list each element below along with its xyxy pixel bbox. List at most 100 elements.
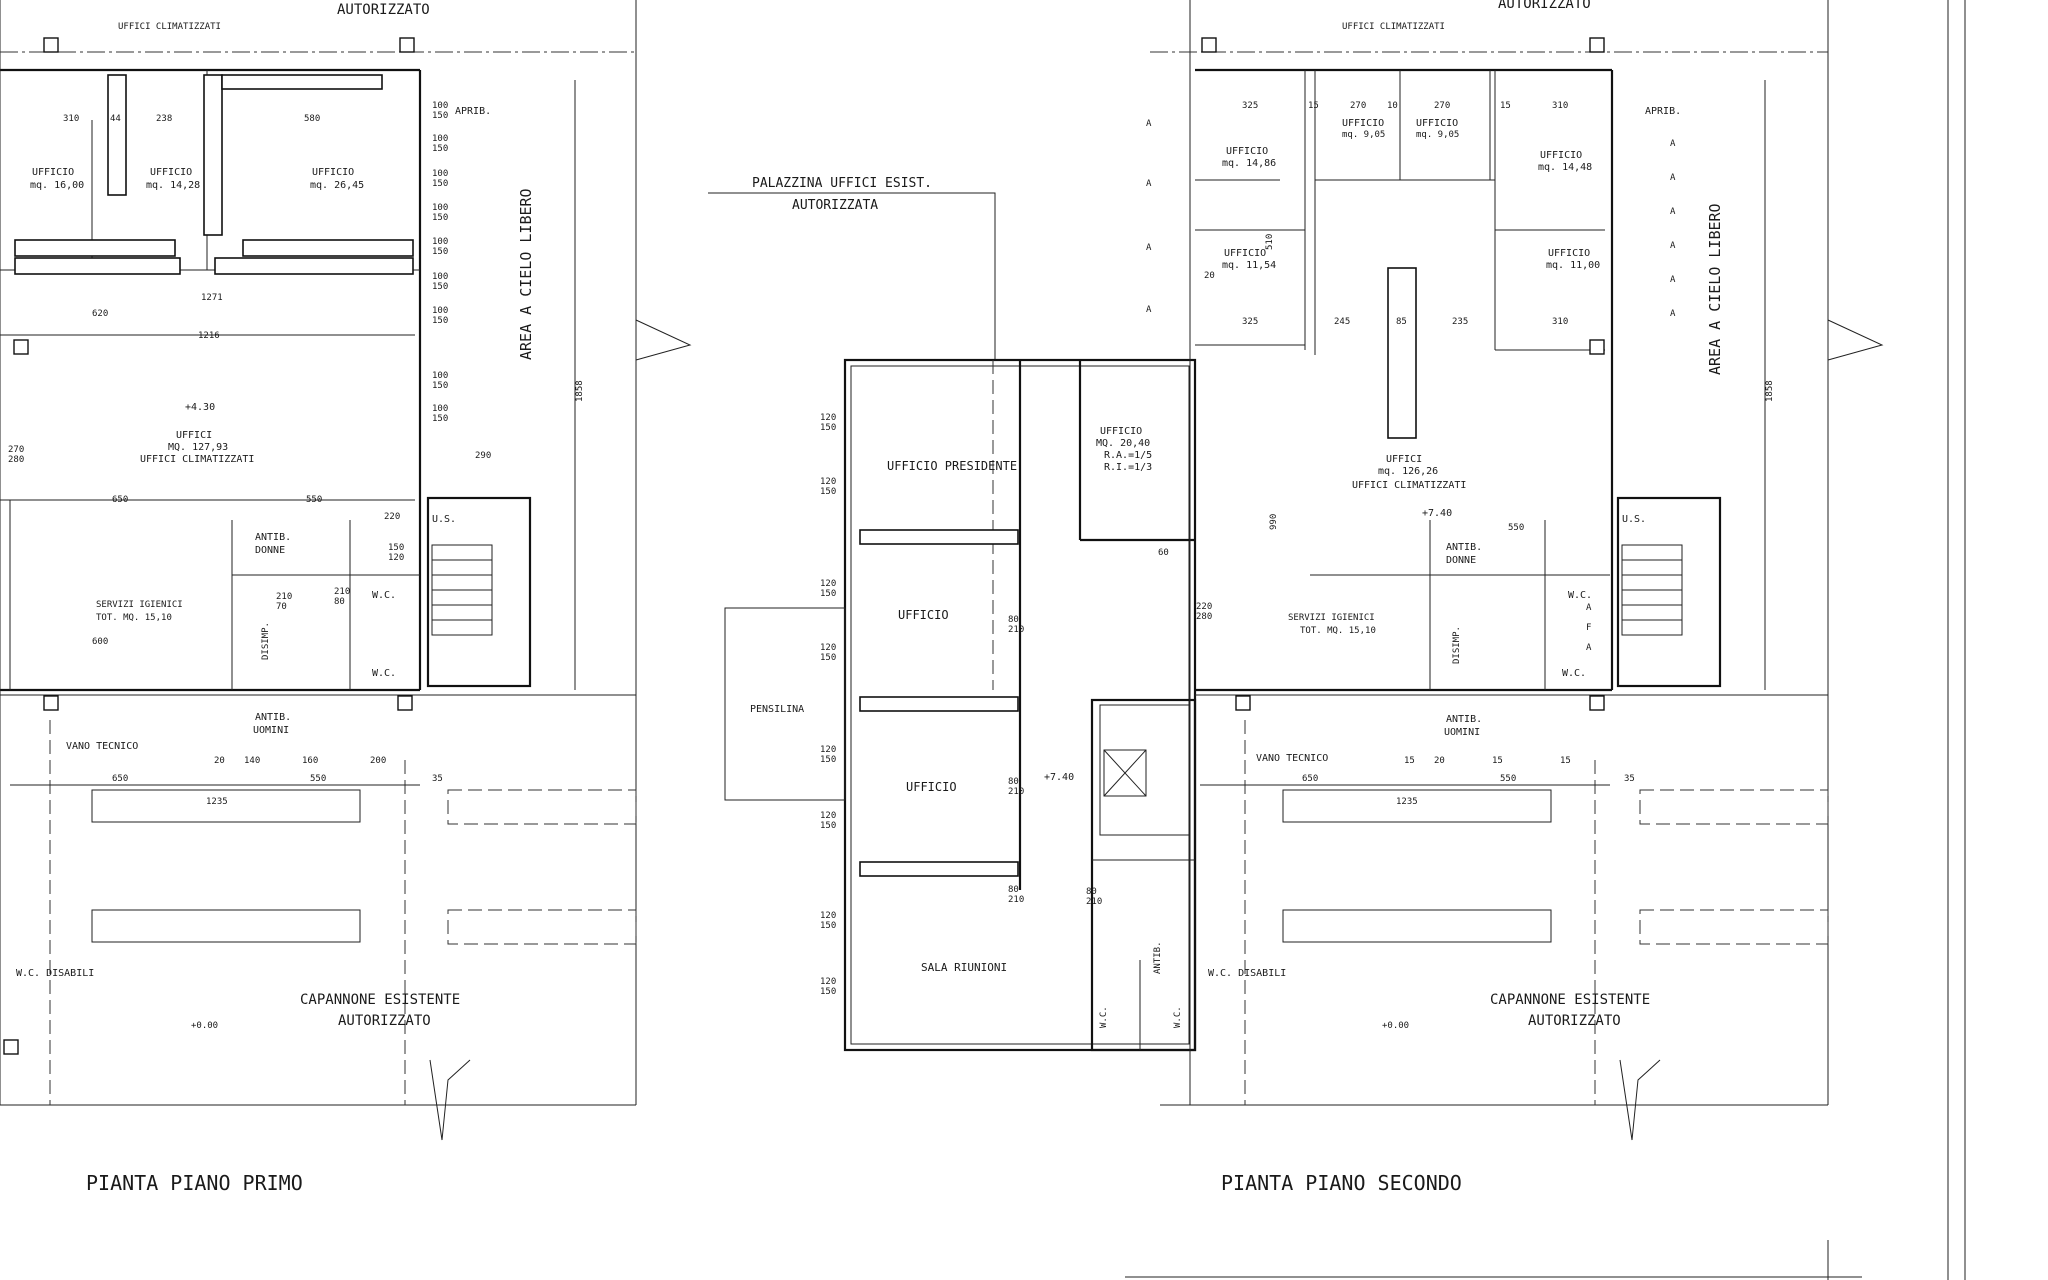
dim-label: 270 [8, 445, 24, 455]
side-letter: A [1670, 309, 1676, 319]
door-label: 80 [1008, 615, 1019, 625]
dim-label: 620 [92, 309, 108, 319]
column [1589, 339, 1605, 355]
right-open-sky: AREA A CIELO LIBERO [1706, 203, 1724, 375]
window-label: 100 [432, 101, 448, 111]
right-room-2-name: UFFICIO [1342, 118, 1384, 129]
left-ground-level: +0.00 [191, 1021, 218, 1031]
right-bin-1 [1282, 789, 1552, 823]
window-label: 100 [432, 203, 448, 213]
dim-label: 10 [1387, 101, 1398, 111]
sala-riunioni: SALA RIUNIONI [921, 961, 1007, 974]
right-stair-box [1616, 496, 1722, 688]
side-letter: A [1146, 119, 1152, 129]
dim-label: 270 [1350, 101, 1366, 111]
right-plan: AUTORIZZATO UFFICI CLIMATIZZATI UFFICIO … [1125, 0, 1966, 1280]
pensilina-box [724, 607, 846, 801]
side-letter: A [1146, 305, 1152, 315]
dim-label: 85 [1396, 317, 1407, 327]
side-letter: A [1670, 139, 1676, 149]
side-letter: A [1670, 241, 1676, 251]
dim-label: 20 [214, 756, 225, 766]
right-vano-tecnico: VANO TECNICO [1256, 753, 1328, 764]
ufficio-presidente: UFFICIO PRESIDENTE [887, 459, 1017, 473]
column [43, 37, 59, 53]
right-capannone-2: AUTORIZZATO [1528, 1013, 1621, 1029]
dim-label: 80 [334, 597, 345, 607]
right-top-note: AUTORIZZATO [1498, 0, 1591, 12]
right-disimp: DISIMP. [1452, 626, 1462, 664]
right-wc-1: W.C. [1568, 590, 1592, 601]
middle-level: +7.40 [1044, 772, 1074, 783]
right-bin-2 [1282, 909, 1552, 943]
right-dashed-bin-1 [1639, 789, 1829, 825]
right-antib-uomini-2: UOMINI [1444, 727, 1480, 738]
middle-wc-1: W.C. [1099, 1006, 1109, 1028]
right-antib-donne-2: DONNE [1446, 555, 1476, 566]
dim-label: 280 [8, 455, 24, 465]
palazzina-stair [1099, 704, 1191, 836]
left-apertura: APRIB. [455, 106, 491, 117]
dim-label: 35 [1624, 774, 1635, 784]
column [1589, 695, 1605, 711]
column [397, 695, 413, 711]
lift-cross [1103, 749, 1147, 797]
dim-label: 1235 [206, 797, 228, 807]
window-label: 150 [432, 381, 448, 391]
dim-label: 44 [110, 114, 121, 124]
right-dashed-bin-2 [1639, 909, 1829, 945]
dim-label: 310 [1552, 101, 1568, 111]
desk [203, 74, 223, 236]
right-apertura: APRIB. [1645, 106, 1681, 117]
left-room-3-area: mq. 26,45 [310, 180, 364, 191]
left-break-bottom [429, 1059, 471, 1141]
left-antib-donne-1: ANTIB. [255, 532, 291, 543]
dim-label: 140 [244, 756, 260, 766]
door-label: 210 [1008, 787, 1024, 797]
window-label: 100 [432, 134, 448, 144]
left-open-office-name: UFFICI [176, 430, 212, 441]
left-capannone-2: AUTORIZZATO [338, 1013, 431, 1029]
dim-label: 1858 [1765, 380, 1775, 402]
left-plan: AUTORIZZATO UFFICI CLIMATIZZATI UFFICIO … [0, 0, 692, 1195]
dim-label: 650 [112, 495, 128, 505]
desk [221, 74, 383, 90]
dim-label: 325 [1242, 317, 1258, 327]
left-us: U.S. [432, 514, 456, 525]
right-room-5-name: UFFICIO [1224, 248, 1266, 259]
window-label: 150 [432, 414, 448, 424]
dim-label: 238 [156, 114, 172, 124]
middle-plan: PALAZZINA UFFICI ESIST. AUTORIZZATA PENS… [708, 176, 1212, 1052]
pensilina-label: PENSILINA [750, 704, 804, 715]
column [1201, 37, 1217, 53]
window-label: 120 [820, 643, 836, 653]
column [399, 37, 415, 53]
right-room-6-name: UFFICIO [1548, 248, 1590, 259]
dim-label: 510 [1265, 234, 1275, 250]
left-servizi: SERVIZI IGIENICI [96, 600, 183, 610]
middle-antib: ANTIB. [1153, 941, 1163, 974]
left-wc-1: W.C. [372, 590, 396, 601]
left-open-office-area: MQ. 127,93 [168, 442, 228, 453]
palazzina-1: PALAZZINA UFFICI ESIST. [752, 176, 932, 191]
dim-label: 580 [304, 114, 320, 124]
left-room-2-area: mq. 14,28 [146, 180, 200, 191]
dim-label: 650 [1302, 774, 1318, 784]
dim-label: 210 [334, 587, 350, 597]
dim-label: 15 [1560, 756, 1571, 766]
left-room-2-name: UFFICIO [150, 167, 192, 178]
window-label: 100 [432, 237, 448, 247]
window-label: 150 [432, 213, 448, 223]
window-label: 150 [432, 247, 448, 257]
left-level: +4.30 [185, 402, 215, 413]
window-label: 100 [432, 272, 448, 282]
door-label: 210 [1086, 897, 1102, 907]
palazzina-stair-core [1090, 698, 1197, 1052]
door-label: 80 [1008, 885, 1019, 895]
door-label: 80 [1008, 777, 1019, 787]
dim-label: 245 [1334, 317, 1350, 327]
left-desks [14, 74, 414, 275]
left-bin-2 [91, 909, 361, 943]
dim-label: 1858 [575, 380, 585, 402]
